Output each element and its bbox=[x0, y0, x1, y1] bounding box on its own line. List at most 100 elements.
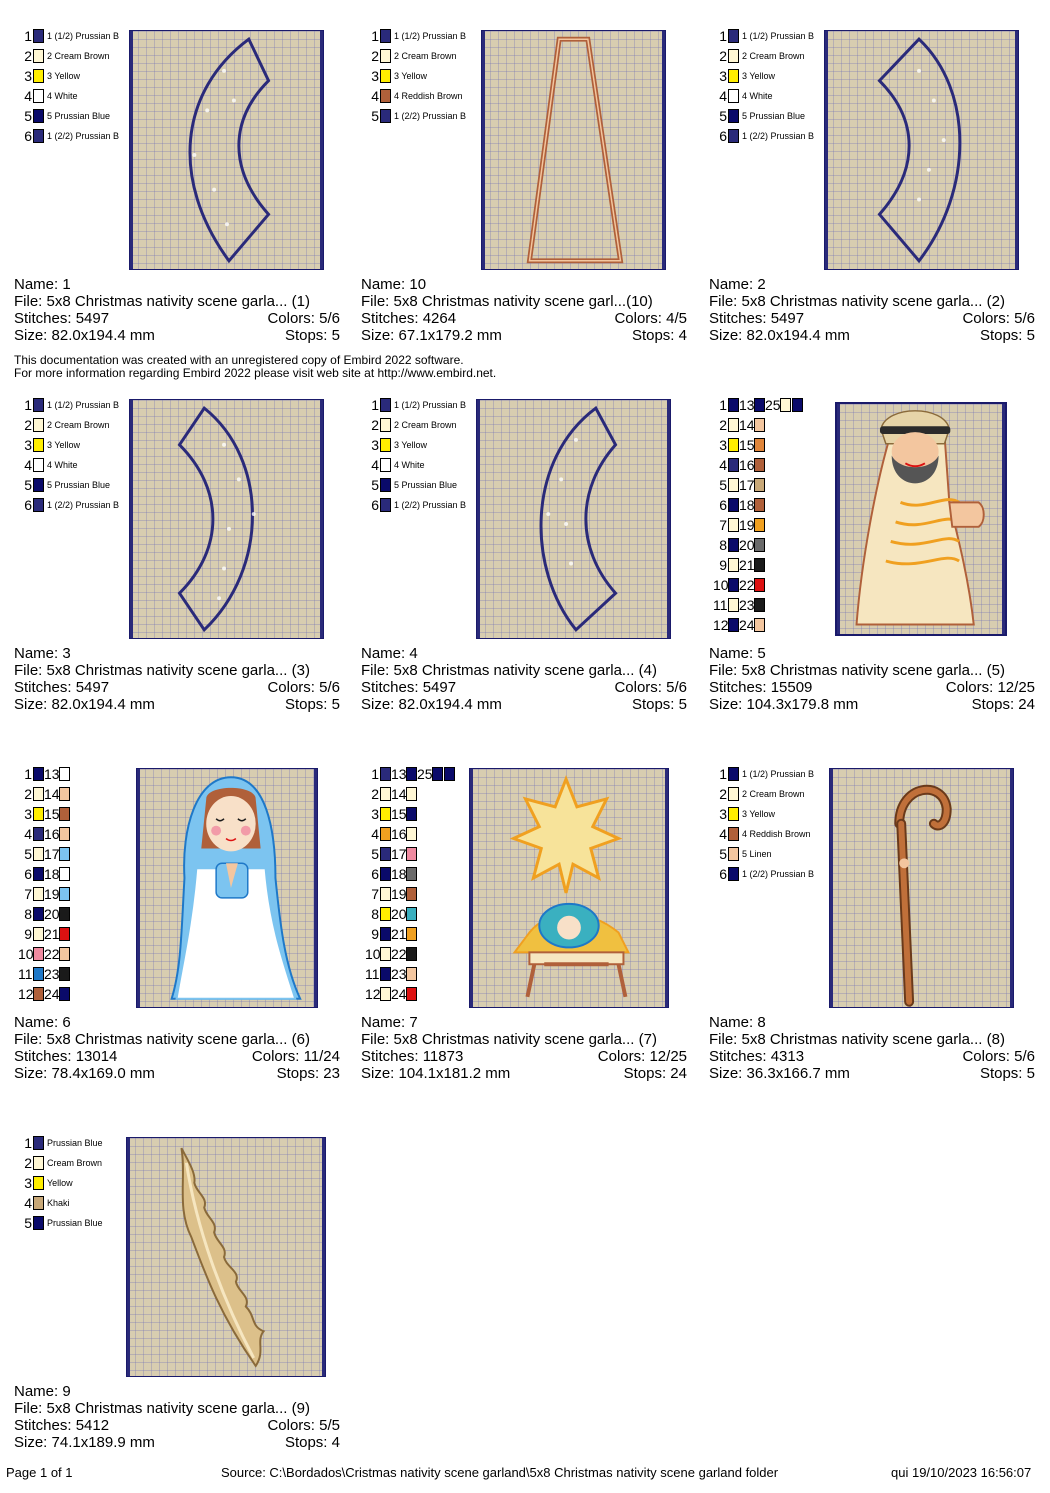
palette-number: 16 bbox=[44, 826, 60, 842]
design-file: File: 5x8 Christmas nativity scene garla… bbox=[361, 1031, 657, 1048]
palette-number: 4 bbox=[719, 826, 727, 842]
color-swatch bbox=[33, 89, 44, 103]
design-preview bbox=[476, 399, 671, 639]
palette-number: 6 bbox=[719, 497, 727, 513]
color-swatch bbox=[33, 438, 44, 452]
palette-label: 1 (1/2) Prussian B bbox=[742, 31, 815, 41]
palette-cell: 6 bbox=[713, 495, 739, 515]
palette-number: 16 bbox=[391, 826, 407, 842]
palette-cell: 22 bbox=[739, 575, 765, 595]
design-size: Size: 36.3x166.7 mm bbox=[709, 1065, 850, 1082]
palette-number: 3 bbox=[24, 1175, 32, 1191]
color-swatch bbox=[754, 458, 765, 472]
color-swatch bbox=[33, 478, 44, 492]
palette-cell: 19 bbox=[391, 884, 417, 904]
palette-number: 5 bbox=[371, 477, 379, 493]
design-colors: Colors: 11/24 bbox=[251, 1048, 340, 1065]
palette-cell bbox=[443, 764, 455, 784]
palette-number: 11 bbox=[365, 966, 380, 982]
palette-number: 24 bbox=[391, 986, 407, 1002]
palette-cell: 12 bbox=[365, 984, 391, 1004]
color-swatch bbox=[59, 947, 70, 961]
design-stops: Stops: 24 bbox=[623, 1065, 687, 1082]
palette-number: 10 bbox=[18, 946, 34, 962]
design-preview bbox=[481, 30, 666, 270]
design-stops: Stops: 4 bbox=[631, 327, 687, 344]
palette-number: 5 bbox=[371, 108, 379, 124]
palette-number: 5 bbox=[371, 846, 379, 862]
color-swatch bbox=[444, 767, 455, 781]
color-swatch bbox=[754, 418, 765, 432]
palette-label: 5 Prussian Blue bbox=[47, 480, 111, 490]
design-name: Name: 7 bbox=[361, 1014, 418, 1031]
color-swatch bbox=[754, 498, 765, 512]
palette-number: 4 bbox=[24, 457, 32, 473]
color-swatch bbox=[754, 438, 765, 452]
palette-label: 3 Yellow bbox=[394, 71, 428, 81]
palette-number: 20 bbox=[44, 906, 60, 922]
palette-number: 6 bbox=[371, 866, 379, 882]
design-name: Name: 6 bbox=[14, 1014, 71, 1031]
notice-line-1: This documentation was created with an u… bbox=[14, 353, 464, 367]
palette-number: 2 bbox=[24, 1155, 32, 1171]
palette-number: 9 bbox=[24, 926, 32, 942]
palette-cell: 16 bbox=[44, 824, 70, 844]
moon-arc-design bbox=[188, 36, 271, 264]
design-info: Name: 6 File: 5x8 Christmas nativity sce… bbox=[14, 1014, 340, 1082]
color-swatch bbox=[406, 927, 417, 941]
design-file: File: 5x8 Christmas nativity scene garla… bbox=[14, 1400, 310, 1417]
palette-number: 13 bbox=[44, 766, 60, 782]
palette-number: 18 bbox=[391, 866, 407, 882]
palette-number: 20 bbox=[739, 537, 755, 553]
palette-number: 2 bbox=[719, 417, 727, 433]
palette-number: 14 bbox=[739, 417, 755, 433]
palette-cell: 2 bbox=[365, 784, 391, 804]
color-swatch bbox=[754, 618, 765, 632]
color-swatch bbox=[380, 967, 391, 981]
color-swatch bbox=[59, 847, 70, 861]
cone-design bbox=[526, 36, 624, 264]
palette-cell: 18 bbox=[739, 495, 765, 515]
color-swatch bbox=[59, 927, 70, 941]
palette-label: 3 Yellow bbox=[742, 71, 776, 81]
palette-number: 13 bbox=[739, 397, 755, 413]
design-info: Name: 2 File: 5x8 Christmas nativity sce… bbox=[709, 276, 1035, 344]
color-swatch bbox=[380, 867, 391, 881]
palette-cell: 21 bbox=[391, 924, 417, 944]
palette-cell: 1 bbox=[713, 395, 739, 415]
footer-source: Source: C:\Bordados\Cristmas nativity sc… bbox=[221, 1465, 779, 1480]
palette-number: 5 bbox=[24, 108, 32, 124]
color-swatch bbox=[406, 887, 417, 901]
palette-cell: 12 bbox=[18, 984, 44, 1004]
palette-number: 4 bbox=[24, 826, 32, 842]
design-stitches: Stitches: 5497 bbox=[14, 310, 110, 327]
palette-label: 1 (1/2) Prussian B bbox=[394, 31, 467, 41]
color-swatch bbox=[406, 787, 417, 801]
palette-cell: 9 bbox=[713, 555, 739, 575]
palette-label: 2 Cream Brown bbox=[394, 51, 457, 61]
palette-number: 2 bbox=[371, 417, 379, 433]
palette-number: 17 bbox=[739, 477, 755, 493]
design-stitches: Stitches: 5497 bbox=[14, 679, 110, 696]
color-swatch bbox=[380, 827, 391, 841]
palette-number: 17 bbox=[44, 846, 60, 862]
palette-number: 4 bbox=[719, 88, 727, 104]
moon-arc-design bbox=[177, 405, 256, 633]
palette-cell bbox=[791, 395, 803, 415]
design-stops: Stops: 5 bbox=[979, 327, 1035, 344]
palette-number: 4 bbox=[719, 457, 727, 473]
color-swatch bbox=[33, 827, 44, 841]
design-preview bbox=[469, 768, 669, 1008]
color-swatch bbox=[33, 927, 44, 941]
palette-number: 9 bbox=[371, 926, 379, 942]
palette-label: Yellow bbox=[47, 1178, 73, 1188]
color-swatch bbox=[33, 907, 44, 921]
palette-cell: 10 bbox=[365, 944, 391, 964]
